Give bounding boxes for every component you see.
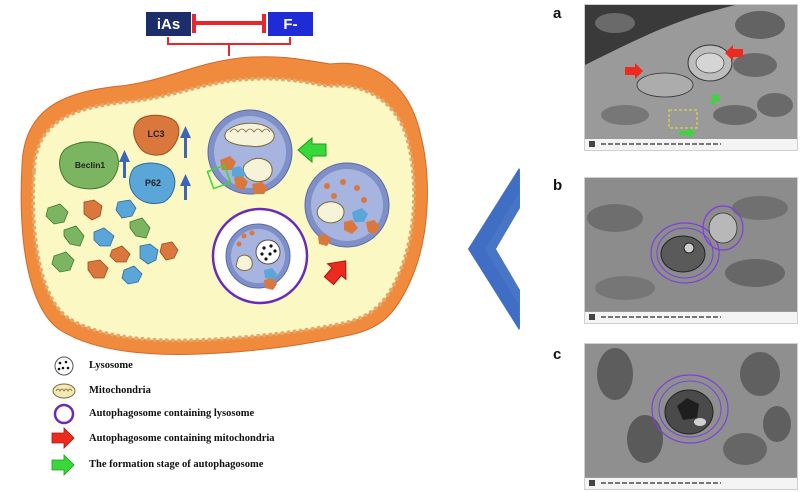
f-label-box: F- xyxy=(268,12,313,36)
panel-label-c: c xyxy=(553,346,562,363)
panel-label-a: a xyxy=(553,5,562,22)
autophagosome-formation xyxy=(206,109,293,195)
beclin1-protein xyxy=(59,141,119,190)
legend-autophagosome-mitochondria: Autophagosome containing mitochondria xyxy=(89,433,275,444)
legend-formation-stage: The formation stage of autophagosome xyxy=(89,459,264,470)
inhibition-bar-icon xyxy=(167,14,291,56)
ias-label-box: iAs xyxy=(146,12,191,36)
p62-label: P62 xyxy=(145,178,161,188)
em-caption-b xyxy=(585,311,797,323)
protein-cluster xyxy=(45,199,179,285)
em-panel-c xyxy=(584,343,798,490)
p62-protein xyxy=(129,162,176,205)
legend-green-arrow-icon xyxy=(51,454,75,476)
legend-autophagosome-lysosome: Autophagosome containing lysosome xyxy=(89,408,255,419)
legend-mitochondria: Mitochondria xyxy=(89,385,151,396)
mitochondria-icon xyxy=(52,383,76,399)
autophagosome-lysosome xyxy=(211,207,331,305)
lc3-protein xyxy=(133,114,180,156)
red-arrow-icon xyxy=(323,260,347,286)
beclin1-label: Beclin1 xyxy=(75,160,106,170)
em-panel-a xyxy=(584,4,798,151)
panel-label-b: b xyxy=(553,177,563,194)
legend-red-arrow-icon xyxy=(51,427,75,449)
green-arrow-icon xyxy=(297,136,327,164)
lysosome-icon xyxy=(54,356,74,376)
legend-lysosome: Lysosome xyxy=(89,360,133,371)
autophagosome-mitochondria xyxy=(304,162,390,248)
ias-label: iAs xyxy=(156,15,181,33)
up-arrow-icon xyxy=(119,126,191,200)
em-caption-a xyxy=(585,138,797,150)
f-label: F- xyxy=(283,15,298,33)
em-caption-c xyxy=(585,477,797,489)
autophagosome-ring-icon xyxy=(53,403,75,425)
lc3-label: LC3 xyxy=(147,129,164,139)
em-panel-b xyxy=(584,177,798,324)
